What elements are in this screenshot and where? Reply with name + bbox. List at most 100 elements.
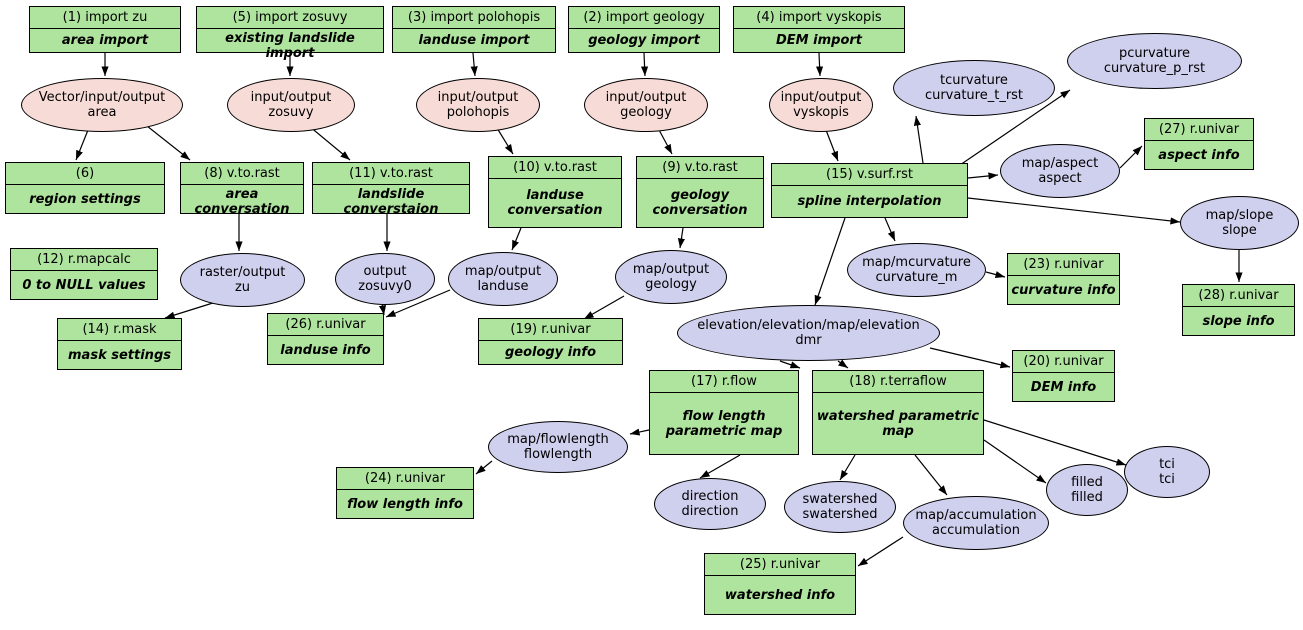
process-title: (14) r.mask bbox=[58, 319, 181, 341]
data-node-e_geo_out[interactable]: map/output geology bbox=[615, 250, 727, 304]
process-title: (4) import vyskopis bbox=[734, 7, 904, 29]
process-title: (17) r.flow bbox=[650, 371, 798, 393]
process-description: watershed info bbox=[724, 587, 836, 603]
data-node-e_filled[interactable]: filled filled bbox=[1046, 464, 1128, 516]
process-description: landuse import bbox=[418, 33, 530, 48]
process-description: watershed parametric map bbox=[816, 408, 980, 439]
edge-p2-to-e_geology bbox=[640, 52, 649, 77]
data-node-e_zu[interactable]: raster/output zu bbox=[180, 253, 305, 307]
edge-p10-to-e_landuse bbox=[511, 227, 522, 251]
edge-e_geo_out-to-p19 bbox=[583, 295, 625, 320]
data-node-e_aspect[interactable]: map/aspect aspect bbox=[1000, 144, 1120, 198]
data-node-e_slope[interactable]: map/slope slope bbox=[1180, 196, 1299, 250]
data-node-e_geology[interactable]: input/output geology bbox=[584, 78, 708, 132]
data-node-label: map/mcurvature curvature_m bbox=[862, 255, 971, 285]
data-node-label: Vector/input/output area bbox=[38, 90, 166, 120]
data-node-e_dmr[interactable]: elevation/elevation/map/elevation dmr bbox=[677, 305, 940, 361]
edge-e_area-to-p6 bbox=[75, 129, 89, 161]
data-node-label: input/output polohopis bbox=[437, 90, 519, 120]
process-title: (26) r.univar bbox=[268, 314, 383, 336]
process-title: (1) import zu bbox=[30, 7, 180, 29]
data-node-e_landuse[interactable]: map/output landuse bbox=[448, 252, 558, 306]
process-title: (6) bbox=[6, 163, 164, 185]
process-description: spline interpolation bbox=[797, 194, 942, 209]
data-node-e_mcurv[interactable]: map/mcurvature curvature_m bbox=[847, 243, 986, 297]
process-description: aspect info bbox=[1158, 147, 1240, 163]
process-node-p9[interactable]: (9) v.to.rast geology conversation bbox=[636, 156, 764, 228]
process-node-p27[interactable]: (27) r.univar aspect info bbox=[1144, 118, 1254, 170]
edge-p18-to-e_swater bbox=[839, 454, 856, 481]
process-node-p25[interactable]: (25) r.univar watershed info bbox=[704, 553, 856, 615]
edge-p17-to-e_flowlen bbox=[629, 428, 650, 436]
data-node-e_tci[interactable]: tci tci bbox=[1124, 446, 1210, 498]
edge-p15-to-e_mcurv bbox=[884, 217, 896, 242]
process-description: area import bbox=[61, 33, 149, 48]
data-node-e_accum[interactable]: map/accumulation accumulation bbox=[903, 496, 1049, 550]
process-title: (9) v.to.rast bbox=[637, 157, 763, 179]
edge-p15-to-e_slope bbox=[967, 197, 1181, 225]
data-node-e_polohopis[interactable]: input/output polohopis bbox=[416, 78, 540, 132]
process-description: landslide converstaion bbox=[343, 187, 439, 217]
data-node-label: direction direction bbox=[681, 489, 739, 519]
process-node-p6[interactable]: (6)region settings bbox=[5, 162, 165, 214]
process-title: (27) r.univar bbox=[1145, 119, 1253, 141]
data-node-label: pcurvature curvature_p_rst bbox=[1103, 46, 1206, 76]
process-node-p24[interactable]: (24) r.univar flow length info bbox=[336, 467, 474, 519]
edge-p3-to-e_polohopis bbox=[470, 52, 478, 77]
process-title: (8) v.to.rast bbox=[181, 163, 303, 185]
process-node-p18[interactable]: (18) r.terraflow watershed parametric map bbox=[812, 370, 984, 455]
data-node-e_zosuvy0[interactable]: output zosuvy0 bbox=[335, 253, 435, 305]
process-node-p1[interactable]: (1) import zu area import bbox=[29, 6, 181, 53]
data-node-label: map/aspect aspect bbox=[1021, 156, 1099, 186]
data-node-label: raster/output zu bbox=[199, 265, 286, 295]
process-title: (24) r.univar bbox=[337, 468, 473, 490]
process-title: (5) import zosuvy bbox=[197, 7, 383, 29]
process-description: landuse conversation bbox=[507, 188, 603, 218]
data-node-e_zosuvy[interactable]: input/output zosuvy bbox=[227, 78, 355, 132]
data-node-label: input/output zosuvy bbox=[250, 90, 332, 120]
data-node-label: input/output vyskopis bbox=[780, 90, 862, 120]
data-node-label: map/flowlength flowlength bbox=[507, 432, 609, 462]
edge-p18-to-e_accum bbox=[914, 454, 948, 496]
edge-p17-to-e_direction bbox=[699, 454, 741, 479]
data-node-e_area[interactable]: Vector/input/output area bbox=[21, 78, 183, 132]
process-description: flow length info bbox=[347, 496, 463, 512]
edge-e_accum-to-p25 bbox=[857, 536, 904, 567]
data-node-e_pcurv[interactable]: pcurvature curvature_p_rst bbox=[1067, 33, 1242, 89]
process-title: (18) r.terraflow bbox=[813, 371, 983, 393]
data-node-e_vyskopis[interactable]: input/output vyskopis bbox=[769, 78, 873, 132]
process-title: (25) r.univar bbox=[705, 554, 855, 576]
data-node-label: map/output landuse bbox=[464, 264, 542, 294]
edge-e_zosuvy-to-p11 bbox=[308, 125, 351, 161]
process-description: existing landslide import bbox=[225, 31, 355, 61]
edge-e_dmr-to-p17 bbox=[779, 360, 801, 369]
edge-p18-to-e_filled bbox=[983, 439, 1047, 484]
edge-p15-to-e_tcurv bbox=[913, 115, 924, 164]
data-node-e_swater[interactable]: swatershed swatershed bbox=[784, 481, 896, 533]
process-description: geology conversation bbox=[652, 188, 748, 218]
edge-e_area-to-p8 bbox=[146, 125, 191, 161]
data-node-e_tcurv[interactable]: tcurvature curvature_t_rst bbox=[893, 60, 1055, 116]
edge-e_geology-to-p9 bbox=[657, 127, 673, 155]
data-node-label: elevation/elevation/map/elevation dmr bbox=[697, 318, 920, 348]
process-description: geology info bbox=[504, 345, 597, 360]
data-node-e_flowlen[interactable]: map/flowlength flowlength bbox=[488, 421, 628, 473]
data-node-e_direction[interactable]: direction direction bbox=[654, 478, 766, 530]
edge-p9-to-e_geo_out bbox=[677, 227, 685, 249]
